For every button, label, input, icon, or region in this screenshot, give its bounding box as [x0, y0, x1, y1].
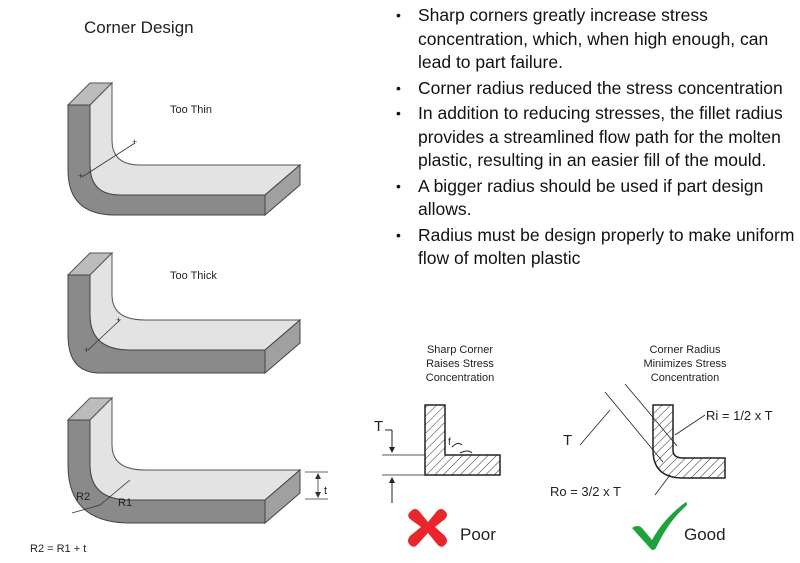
bullet-item: •A bigger radius should be used if part … — [396, 175, 764, 220]
poor-x-icon — [408, 509, 447, 547]
label-too-thick: Too Thick — [170, 270, 217, 282]
bullet-dot-icon: • — [396, 7, 401, 23]
corner-shape-correct — [66, 396, 328, 525]
bullet-item: •Sharp corners greatly increase stress c… — [396, 5, 769, 72]
svg-text:+: + — [132, 137, 137, 147]
label-formula: R2 = R1 + t — [30, 543, 87, 555]
bullet-dot-icon: • — [396, 177, 401, 194]
ri-label: Ri = 1/2 x T — [706, 408, 773, 423]
bullet-item: •Corner radius reduced the stress concen… — [390, 77, 795, 101]
label-r1: R1 — [118, 497, 133, 509]
ro-label: Ro = 3/2 x T — [550, 484, 621, 499]
poor-rating: Poor — [460, 525, 496, 544]
radiused-corner-diagram — [579, 383, 726, 496]
label-t: t — [324, 485, 328, 497]
bullet-dot-icon: • — [396, 105, 401, 121]
good-t-label: T — [563, 432, 573, 449]
diagram-title: Corner Design — [84, 18, 194, 37]
label-r2: R2 — [76, 491, 91, 503]
good-caption: Corner Radius Minimizes Stress Concentra… — [643, 344, 727, 384]
corner-shape-too-thin: + + — [66, 81, 302, 217]
corner-shape-too-thick: + + — [66, 251, 302, 375]
svg-text:+: + — [78, 171, 83, 181]
bullet-item: •Radius must be design properly to make … — [396, 224, 795, 269]
bullet-dot-icon: • — [396, 79, 401, 96]
svg-text:f: f — [448, 437, 451, 448]
label-too-thin: Too Thin — [170, 104, 212, 116]
sharp-corner-diagram: f — [382, 404, 501, 503]
bullet-item: •In addition to reducing stresses, the f… — [396, 103, 783, 170]
bullet-dot-icon: • — [396, 226, 401, 243]
poor-t-label: T — [374, 418, 384, 435]
svg-text:+: + — [116, 315, 121, 325]
svg-text:+: + — [84, 345, 89, 355]
bullet-list: •Sharp corners greatly increase stress c… — [390, 4, 795, 273]
good-rating: Good — [684, 525, 726, 544]
poor-caption: Sharp Corner Raises Stress Concentration — [425, 344, 495, 384]
good-check-icon — [632, 502, 687, 550]
